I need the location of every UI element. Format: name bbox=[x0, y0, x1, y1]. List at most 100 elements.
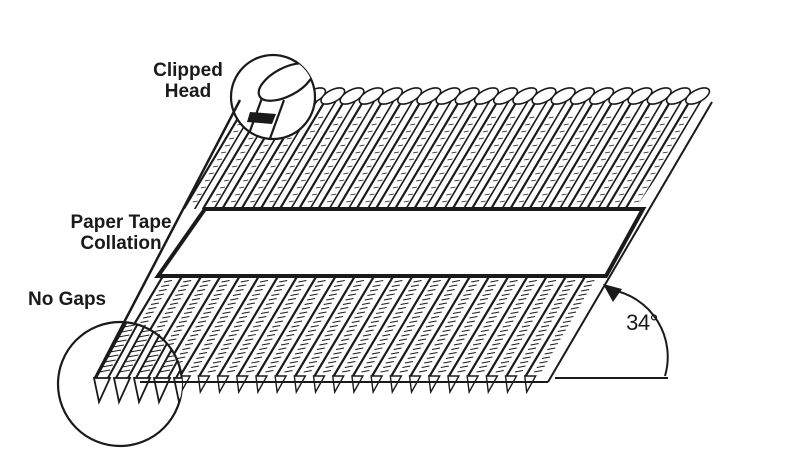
nail-ring-mark bbox=[642, 186, 648, 189]
magnified-shank-edge bbox=[167, 322, 182, 379]
nail-ring-mark bbox=[434, 343, 443, 346]
nail-ring-mark bbox=[322, 370, 332, 373]
nail-ring-mark bbox=[315, 316, 324, 319]
nail-ring-mark bbox=[561, 193, 567, 196]
nail-ring-mark bbox=[318, 116, 324, 119]
nail-ring-mark bbox=[544, 352, 553, 355]
nail-ring-mark bbox=[506, 123, 512, 126]
nail-ring-mark bbox=[568, 311, 577, 314]
nail-ring-mark bbox=[348, 325, 358, 328]
nail-ring-mark bbox=[524, 158, 530, 161]
nail-ring-mark bbox=[424, 293, 434, 296]
nail-ring-mark bbox=[347, 165, 353, 168]
nail-ring-mark bbox=[582, 123, 589, 126]
nail-shank-upper bbox=[351, 97, 520, 209]
nail-ring-mark bbox=[192, 329, 201, 332]
nail-ring-mark bbox=[427, 289, 436, 292]
nail-shank-lower bbox=[390, 276, 559, 377]
nail-ring-mark bbox=[222, 311, 231, 314]
nail-ring-mark bbox=[218, 284, 228, 287]
paper-tape-label-line2: Collation bbox=[80, 233, 162, 254]
nail-point bbox=[235, 375, 249, 395]
nail-ring-mark bbox=[392, 186, 398, 189]
nail-ring-mark bbox=[428, 320, 437, 323]
nail-ring-mark bbox=[670, 137, 676, 140]
nail-ring-mark bbox=[378, 307, 387, 310]
nail-shank-upper bbox=[409, 97, 578, 209]
nail-ring-mark bbox=[212, 361, 222, 364]
nail-ring-mark bbox=[298, 280, 307, 283]
nail-ring-mark bbox=[366, 165, 372, 168]
nail-ring-mark bbox=[244, 307, 253, 310]
nail-ring-mark bbox=[603, 186, 610, 189]
nail-ring-mark bbox=[221, 151, 227, 154]
nail-ring-mark bbox=[382, 137, 388, 140]
nail-ring-mark bbox=[371, 123, 377, 126]
nail-ring-mark bbox=[497, 137, 504, 140]
nail-ring-mark bbox=[483, 325, 492, 328]
nail-ring-mark bbox=[211, 200, 217, 203]
nail-ring-mark bbox=[337, 116, 343, 119]
nail-shank-upper bbox=[178, 97, 328, 209]
nail-ring-mark bbox=[331, 193, 337, 196]
nail-ring-mark bbox=[368, 325, 377, 328]
nail-ring-mark bbox=[574, 137, 580, 140]
nail-ring-mark bbox=[469, 316, 478, 319]
magnified-ring-mark bbox=[144, 359, 156, 363]
nail-ring-mark bbox=[392, 316, 401, 319]
nail-shank-lower bbox=[447, 276, 605, 377]
nail-ring-mark bbox=[402, 365, 411, 368]
nail-ring-mark bbox=[484, 356, 493, 359]
nail-ring-mark bbox=[472, 343, 482, 346]
nail-shank-lower bbox=[486, 276, 605, 377]
nail-shank-upper-edge bbox=[363, 97, 531, 209]
nail-ring-mark bbox=[566, 151, 572, 154]
nail-ring-mark bbox=[542, 289, 551, 292]
nail-ring-mark bbox=[196, 356, 205, 359]
nail-ring-mark bbox=[278, 151, 284, 154]
nail-ring-mark bbox=[308, 361, 318, 364]
nail-ring-mark bbox=[191, 298, 201, 301]
nail-ring-mark bbox=[510, 311, 519, 314]
nail-point bbox=[331, 375, 345, 395]
nail-head bbox=[646, 87, 672, 105]
nail-ring-mark bbox=[442, 329, 451, 332]
nail-shank-lower bbox=[140, 276, 309, 377]
nail-ring-mark bbox=[336, 151, 342, 154]
nail-ring-mark bbox=[487, 284, 496, 287]
nail-ring-mark bbox=[351, 158, 357, 161]
nail-ring-mark bbox=[387, 325, 396, 328]
nail-shank-upper bbox=[467, 97, 635, 209]
nail-ring-mark bbox=[325, 137, 331, 140]
nail-ring-mark bbox=[577, 165, 583, 168]
nail-ring-mark bbox=[293, 158, 299, 161]
nail-ring-mark bbox=[383, 365, 392, 368]
nail-ring-mark bbox=[270, 165, 276, 168]
magnified-point bbox=[132, 377, 152, 405]
nail-ring-mark bbox=[304, 302, 313, 305]
nail-ring-mark bbox=[465, 356, 474, 359]
strip-left-edge bbox=[93, 99, 242, 379]
nail-ring-mark bbox=[470, 347, 479, 350]
nail-ring-mark bbox=[396, 343, 405, 346]
nail-ring-mark bbox=[307, 329, 317, 332]
nail-ring-mark bbox=[523, 193, 529, 196]
nail-ring-mark bbox=[333, 123, 339, 126]
nail-ring-mark bbox=[266, 334, 276, 337]
nail-ring-mark bbox=[306, 365, 315, 368]
nail-ring-mark bbox=[270, 361, 279, 364]
nail-ring-mark bbox=[544, 123, 550, 126]
nail-ring-mark bbox=[235, 193, 241, 196]
nail-shank-upper-edge bbox=[516, 97, 685, 209]
nail-ring-mark bbox=[585, 151, 591, 154]
nail-ring-mark bbox=[663, 116, 669, 119]
nail-ring-mark bbox=[480, 200, 486, 203]
nail-ring-mark bbox=[287, 298, 297, 301]
nail-ring-mark bbox=[449, 284, 458, 287]
nail-ring-mark bbox=[499, 200, 505, 203]
nail-ring-mark bbox=[537, 298, 546, 301]
nail-ring-mark bbox=[547, 280, 557, 283]
magnified-ring-mark bbox=[141, 329, 153, 333]
nail-ring-mark bbox=[401, 334, 410, 337]
paper-tape-label: Paper Tape Collation bbox=[62, 212, 180, 254]
